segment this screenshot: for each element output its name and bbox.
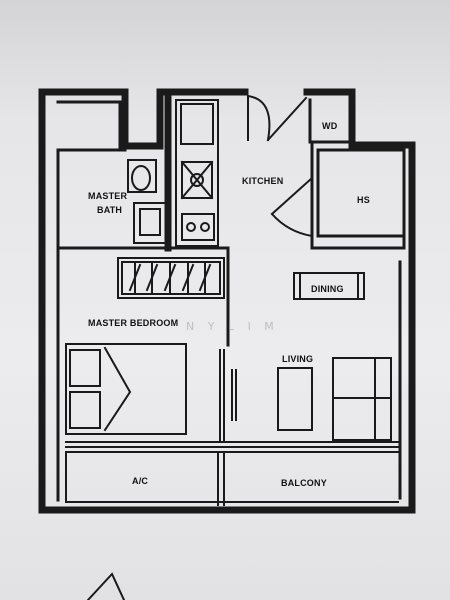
sliding-partition [219, 349, 237, 441]
room-label-kitchen: KITCHEN [242, 176, 283, 186]
entrance-door [246, 94, 308, 142]
room-label-living: LIVING [282, 354, 313, 364]
room-label-wd: WD [322, 121, 338, 131]
interior-walls [56, 98, 406, 502]
bath-fixtures [127, 159, 167, 244]
room-label-balcony: BALCONY [281, 478, 327, 488]
room-label-master-bath-line2: BATH [97, 205, 122, 215]
hs-door [270, 176, 314, 238]
room-label-hs: HS [357, 195, 370, 205]
bed [65, 343, 187, 435]
living-furniture [277, 357, 392, 441]
room-label-ac: A/C [132, 476, 148, 486]
room-label-master-bedroom: MASTER BEDROOM [88, 318, 178, 328]
room-label-dining: DINING [311, 284, 344, 294]
room-label-master-bath-line1: MASTER [88, 191, 127, 201]
watermark: N Y L I M [186, 320, 279, 333]
wardrobe [117, 257, 225, 299]
next-plan-fragment [86, 572, 126, 600]
balcony-ledge [65, 441, 401, 506]
exterior-walls [38, 88, 416, 514]
dining-table [293, 272, 365, 300]
kitchen-counter [175, 99, 219, 247]
